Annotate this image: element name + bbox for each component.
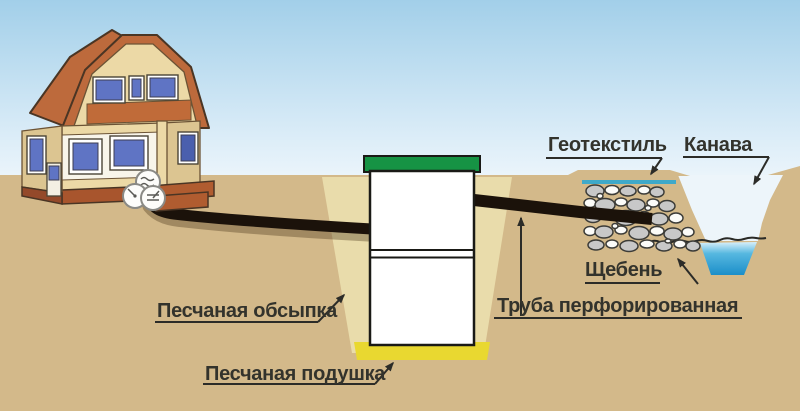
- label-sand-backfill: Песчаная обсыпка: [157, 300, 337, 322]
- label-gravel: Щебень: [585, 259, 663, 281]
- side-door-window: [48, 165, 60, 181]
- gauge-needle: [127, 188, 136, 197]
- gauge-pivot: [133, 194, 137, 198]
- cushion-arrow: [374, 361, 394, 385]
- ditch-water: [700, 242, 757, 275]
- backfill-arrow: [317, 293, 346, 323]
- porch-window: [180, 134, 196, 162]
- tank-lid: [363, 155, 481, 173]
- geotextile-arrow: [650, 157, 663, 176]
- septic-tank: [363, 155, 481, 347]
- utility-meters: [122, 169, 166, 211]
- right-bank-rise: [768, 166, 800, 175]
- label-perforated-pipe: Труба перфорированная: [497, 295, 739, 317]
- label-ditch: Канава: [684, 134, 753, 156]
- side-window: [29, 138, 44, 172]
- gable-band: [86, 99, 192, 125]
- gauge-marks: [147, 190, 160, 201]
- ditch-opening: [678, 175, 783, 241]
- sand-cushion-layer: [354, 342, 490, 360]
- gravel-arrow: [677, 257, 699, 285]
- house: [21, 29, 215, 212]
- attic-small-window: [131, 78, 142, 98]
- label-sand-cushion: Песчаная подушка: [205, 363, 386, 385]
- gravel-mound-top: [566, 170, 690, 176]
- gravel-stones: [583, 184, 701, 253]
- perforated-pipe: [473, 194, 653, 225]
- annotations: [155, 156, 770, 385]
- front-window-right: [113, 139, 145, 167]
- ditch-arrow: [753, 156, 770, 186]
- label-geotextile: Геотекстиль: [548, 134, 667, 156]
- front-window-left: [72, 142, 99, 171]
- attic-window: [95, 79, 123, 101]
- attic-window-right: [149, 77, 176, 98]
- ditch: [647, 175, 783, 275]
